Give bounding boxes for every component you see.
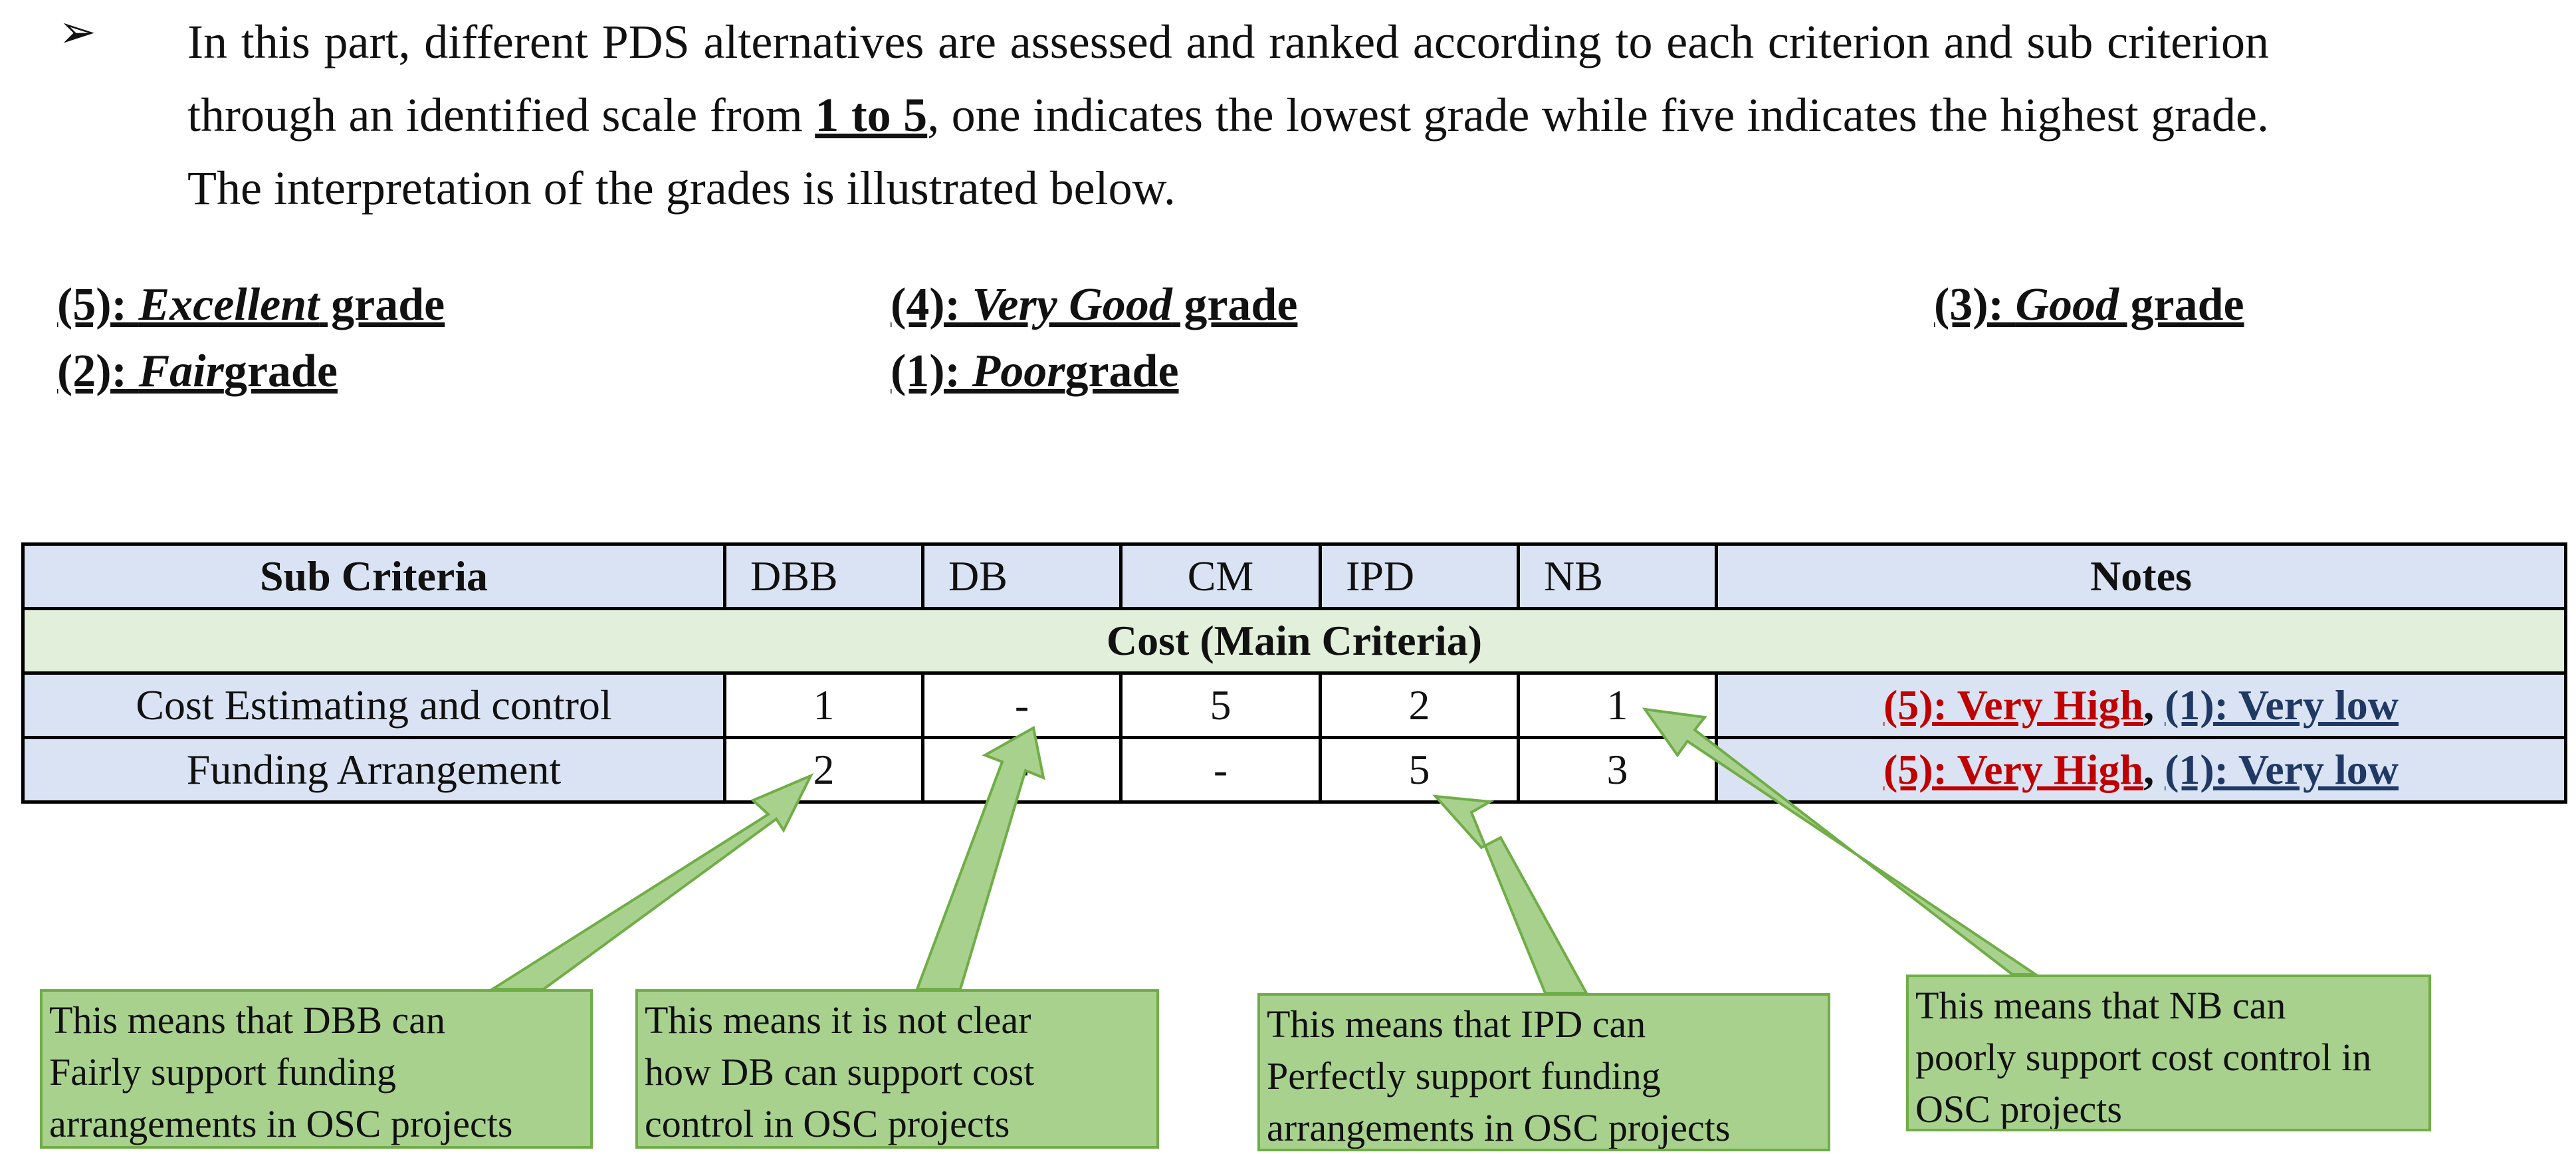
cell-cm: - <box>1119 736 1322 804</box>
arrow-ipd-icon <box>1432 794 1589 994</box>
table-header-row: Sub Criteria DBB DB CM IPD NB Notes <box>21 542 2567 610</box>
intro-paragraph: In this part, different PDS alternatives… <box>187 5 2269 225</box>
note-low: (1): Very low <box>2165 746 2399 793</box>
grade-very-good: (4): Very Good grade <box>891 279 1298 330</box>
cell-ipd: 2 <box>1319 671 1520 739</box>
cell-dbb: 1 <box>723 671 924 739</box>
table-row: Funding Arrangement 2 - - 5 3 (5): Very … <box>21 736 2567 804</box>
row-label: Funding Arrangement <box>21 736 726 804</box>
row-note: (5): Very High, (1): Very low <box>1715 671 2567 739</box>
main-criteria-label: Cost (Main Criteria) <box>21 607 2567 675</box>
cell-nb: 1 <box>1517 671 1718 739</box>
grade-fair: (2): Fairgrade <box>57 346 338 397</box>
header-sub-criteria: Sub Criteria <box>21 542 726 610</box>
header-dbb: DBB <box>723 542 924 610</box>
header-notes: Notes <box>1715 542 2567 610</box>
cell-nb: 3 <box>1517 736 1718 804</box>
cell-db: - <box>921 736 1123 804</box>
main-criteria-row: Cost (Main Criteria) <box>21 607 2567 675</box>
cell-db: - <box>921 671 1123 739</box>
cell-dbb: 2 <box>723 736 924 804</box>
row-note: (5): Very High, (1): Very low <box>1715 736 2567 804</box>
cell-ipd: 5 <box>1319 736 1520 804</box>
header-cm: CM <box>1119 542 1322 610</box>
note-high: (5): Very High <box>1883 681 2144 729</box>
criteria-table: Sub Criteria DBB DB CM IPD NB Notes Cost… <box>21 542 2567 804</box>
grade-poor: (1): Poorgrade <box>891 346 1179 397</box>
intro-text-before: In this part, different PDS alternatives… <box>187 15 2269 142</box>
note-high: (5): Very High <box>1883 746 2144 793</box>
grade-good: (3): Good grade <box>1934 279 2244 330</box>
note-separator: , <box>2143 746 2165 793</box>
header-nb: NB <box>1517 542 1718 610</box>
grade-excellent: (5): Excellent grade <box>57 279 445 330</box>
table-row: Cost Estimating and control 1 - 5 2 1 (5… <box>21 671 2567 739</box>
note-separator: , <box>2143 681 2165 729</box>
intro-text-after: , one indicates the lowest grade while f… <box>187 88 2270 215</box>
arrow-dbb-icon <box>488 773 814 990</box>
cell-cm: 5 <box>1119 671 1322 739</box>
intro-scale: 1 to 5 <box>815 88 928 142</box>
header-ipd: IPD <box>1319 542 1520 610</box>
note-low: (1): Very low <box>2165 681 2399 729</box>
bullet-arrow-icon: ➢ <box>58 7 96 57</box>
header-db: DB <box>921 542 1123 610</box>
row-label: Cost Estimating and control <box>21 671 726 739</box>
